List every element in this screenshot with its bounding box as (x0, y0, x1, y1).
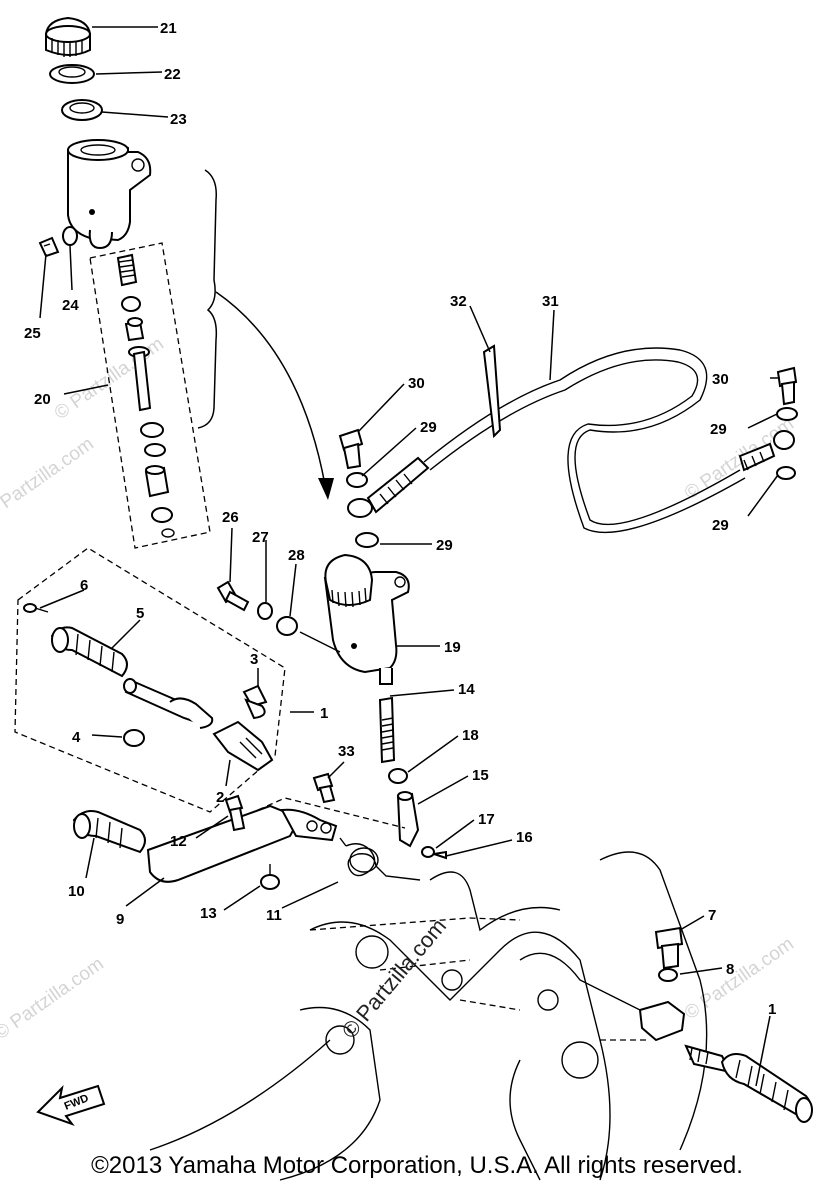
washer-28 (276, 616, 298, 636)
callout-30-right: 30 (712, 371, 729, 388)
callout-19: 19 (444, 639, 461, 656)
callout-22: 22 (164, 66, 181, 83)
callout-20: 20 (34, 391, 51, 408)
bolt-33 (312, 772, 336, 804)
callout-15: 15 (472, 767, 489, 784)
callout-30-left: 30 (408, 375, 425, 392)
footrest-bracket-right (638, 1000, 686, 1042)
assembly-bracket (197, 169, 218, 429)
callout-29-d: 29 (436, 537, 453, 554)
callout-16: 16 (516, 829, 533, 846)
washer-29-d (776, 466, 796, 480)
watermark-center: © Partzilla.com (337, 914, 451, 1044)
callout-12: 12 (170, 833, 187, 850)
callout-13: 13 (200, 905, 217, 922)
brake-hose (347, 347, 795, 534)
callout-23: 23 (170, 111, 187, 128)
callout-1-upper: 1 (320, 705, 328, 722)
joint-15 (396, 791, 420, 848)
frame (149, 851, 708, 1181)
callout-1-lower: 1 (768, 1001, 776, 1018)
pedal-rubber-10 (72, 810, 146, 854)
callout-25: 25 (24, 325, 41, 342)
washer-27 (257, 602, 273, 620)
master-cylinder-19 (323, 553, 410, 685)
callout-28: 28 (288, 547, 305, 564)
nut-18 (388, 768, 408, 784)
washer-29-c (776, 407, 798, 421)
hose-clamp-32 (482, 344, 502, 439)
callout-5: 5 (136, 605, 144, 622)
callout-26: 26 (222, 509, 239, 526)
bolt-12 (224, 794, 246, 832)
master-cylinder-body-top (67, 139, 152, 250)
bolt-25 (38, 236, 60, 258)
union-bolt-30-left (338, 428, 364, 470)
callout-8: 8 (726, 961, 734, 978)
callout-2: 2 (216, 789, 224, 806)
callout-18: 18 (462, 727, 479, 744)
callout-17: 17 (478, 811, 495, 828)
union-bolt-30-right (776, 366, 798, 406)
cotter-pin-16 (433, 850, 447, 860)
diaphragm-plate (49, 64, 95, 84)
washer-24 (62, 226, 78, 246)
brake-pedal-9 (146, 804, 338, 883)
footrest-rubber-5 (50, 626, 128, 678)
callout-33: 33 (338, 743, 355, 760)
callouts: 21 22 23 24 25 20 32 31 30 29 29 30 29 2… (24, 20, 776, 1018)
callout-21: 21 (160, 20, 177, 37)
callout-27: 27 (252, 529, 269, 546)
watermark: © Partzilla.com (0, 433, 98, 524)
callout-24: 24 (62, 297, 79, 314)
callout-32: 32 (450, 293, 467, 310)
copyright-notice: ©2013 Yamaha Motor Corporation, U.S.A. A… (91, 1152, 743, 1179)
nut-4 (123, 729, 145, 747)
callout-4: 4 (72, 729, 81, 746)
washer-17 (421, 846, 435, 858)
fwd-arrow: FWD (36, 1084, 106, 1127)
washer-29-a (346, 472, 368, 488)
callout-3: 3 (250, 651, 258, 668)
return-spring-11 (339, 837, 421, 881)
footrest-5b (123, 678, 214, 729)
push-rod-14 (378, 696, 396, 764)
piston-kit (116, 253, 175, 538)
pin-3 (242, 684, 268, 720)
callout-31: 31 (542, 293, 559, 310)
callout-6: 6 (80, 577, 88, 594)
leader-lines (39, 26, 780, 1087)
callout-10: 10 (68, 883, 85, 900)
washer-13 (260, 874, 280, 890)
bolt-26 (216, 580, 250, 612)
callout-29-b: 29 (710, 421, 727, 438)
watermark: © Partzilla.com (0, 953, 108, 1044)
bolt-7 (654, 926, 684, 970)
assembly-arrow (215, 291, 326, 486)
reservoir-cap (45, 16, 91, 57)
watermark: © Partzilla.com (681, 933, 798, 1024)
cotter-pin-6 (23, 603, 49, 613)
callout-9: 9 (116, 911, 124, 928)
diaphragm (61, 99, 103, 121)
callout-11: 11 (266, 907, 282, 924)
footrest-right-1 (684, 1044, 813, 1123)
callout-7: 7 (708, 907, 716, 924)
callout-29-a: 29 (420, 419, 437, 436)
washer-29-b (355, 532, 379, 548)
watermark: © Partzilla.com (681, 413, 798, 504)
callout-14: 14 (458, 681, 475, 698)
washer-8 (658, 968, 678, 982)
callout-29-c: 29 (712, 517, 729, 534)
bracket-2 (212, 720, 274, 772)
